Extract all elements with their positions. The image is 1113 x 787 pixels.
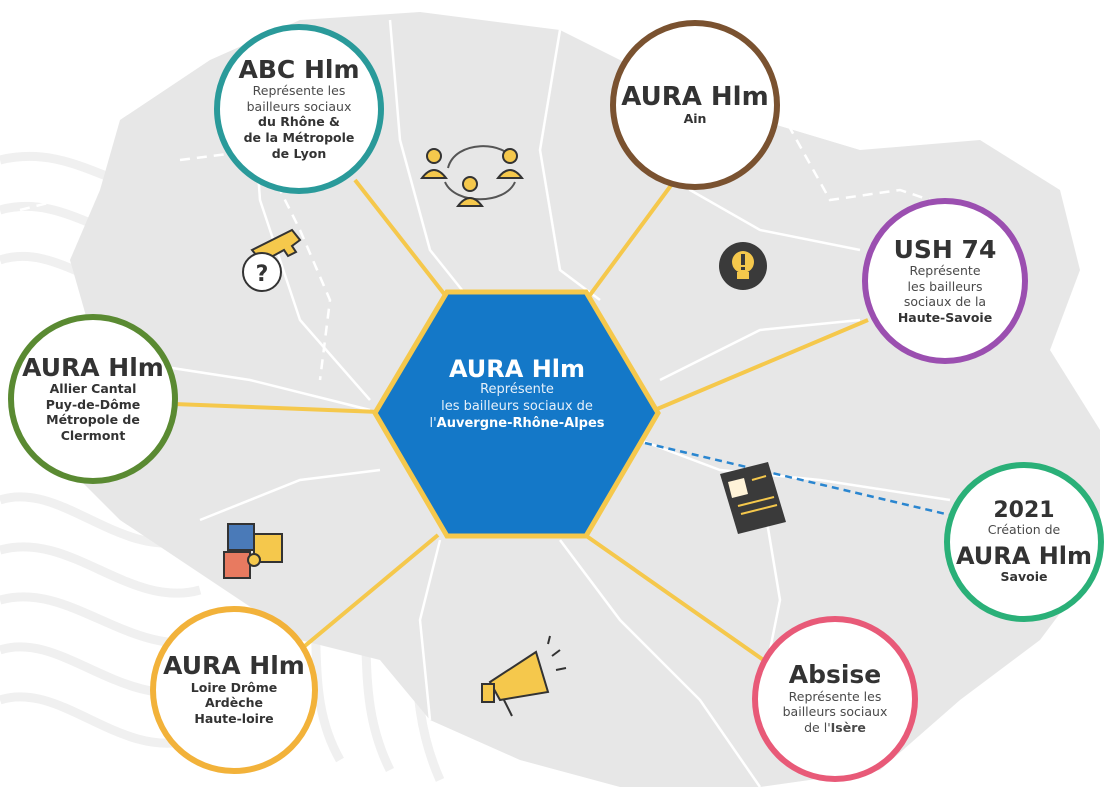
node-ush-74: USH 74 Représente les bailleurs sociaux … <box>862 198 1028 364</box>
node-abc-hlm: ABC Hlm Représente les bailleurs sociaux… <box>214 24 384 194</box>
node-aura-hlm-ain: AURA Hlm Ain <box>610 20 780 190</box>
node-bold-word: Isère <box>830 719 866 735</box>
node-line: Représente les <box>788 688 882 704</box>
node-bold-line: Ain <box>683 110 707 126</box>
node-title: USH 74 <box>893 234 997 264</box>
hub-hexagon <box>372 289 661 539</box>
node-bold-line: Allier Cantal <box>49 380 137 396</box>
node-aura-hlm-loire: AURA Hlm Loire Drôme Ardèche Haute-loire <box>150 606 318 774</box>
node-bold-line: Clermont <box>60 427 126 443</box>
node-bold-line: Haute-loire <box>194 710 274 726</box>
lightbulb-icon <box>719 242 767 290</box>
node-bold-line: Métropole de <box>46 412 140 428</box>
node-line: sociaux de la <box>903 294 987 310</box>
document-icon <box>720 462 786 534</box>
node-line: Représente <box>909 262 981 278</box>
hub-line-1: Représente <box>480 382 554 398</box>
node-bold-line: Puy-de-Dôme <box>45 396 141 412</box>
connector-allier <box>173 402 381 414</box>
connector-ush <box>649 318 869 414</box>
node-line: les bailleurs <box>907 278 983 294</box>
node-bold-line: du Rhône & <box>258 114 340 130</box>
node-bold-line: Savoie <box>1000 569 1048 585</box>
node-absise: Absise Représente les bailleurs sociaux … <box>752 616 918 782</box>
connector-loire <box>298 533 440 652</box>
node-year: 2021 <box>993 498 1055 524</box>
node-line: bailleurs sociaux <box>246 98 352 114</box>
node-title: ABC Hlm <box>238 54 360 84</box>
connector-absise <box>583 533 774 668</box>
hub-line-3-prefix: l' <box>429 416 437 432</box>
node-title: AURA Hlm <box>955 541 1093 570</box>
node-line: bailleurs sociaux <box>782 704 888 720</box>
hub-line-2: les bailleurs sociaux de <box>441 399 593 415</box>
node-aura-hlm-allier: AURA Hlm Allier Cantal Puy-de-Dôme Métro… <box>8 314 178 484</box>
node-title: Absise <box>788 660 882 690</box>
node-bold-line: Loire Drôme <box>190 679 278 695</box>
node-title: AURA Hlm <box>163 651 305 681</box>
megaphone-icon <box>481 635 567 717</box>
node-bold-line: de Lyon <box>271 145 327 161</box>
connector-ain <box>588 178 677 297</box>
connectors <box>173 178 869 668</box>
node-line: de l'Isère <box>804 720 866 736</box>
node-line: Représente les <box>252 83 346 99</box>
key-question-icon: ? <box>242 228 302 292</box>
connector-abc <box>353 178 447 297</box>
connector-savoie-dashed <box>644 441 951 517</box>
node-bold-line: Ardèche <box>204 695 264 711</box>
hub-region-name: Auvergne-Rhône-Alpes <box>436 416 605 432</box>
node-title: AURA Hlm <box>22 352 164 382</box>
node-aura-hlm-savoie: 2021 Création de AURA Hlm Savoie <box>944 462 1104 622</box>
puzzle-icon <box>223 523 283 579</box>
node-title: AURA Hlm <box>621 81 769 112</box>
svg-text:?: ? <box>256 262 269 287</box>
hub-label: AURA Hlm Représente les bailleurs sociau… <box>392 356 642 433</box>
node-line-prefix: de l' <box>804 719 831 735</box>
hub-title: AURA Hlm <box>448 355 586 383</box>
node-bold-line: Haute-Savoie <box>897 309 993 325</box>
hub-line-3: l'Auvergne-Rhône-Alpes <box>392 416 642 433</box>
node-bold-line: de la Métropole <box>243 129 355 145</box>
people-network-icon <box>419 145 525 207</box>
node-line: Création de <box>987 522 1061 538</box>
